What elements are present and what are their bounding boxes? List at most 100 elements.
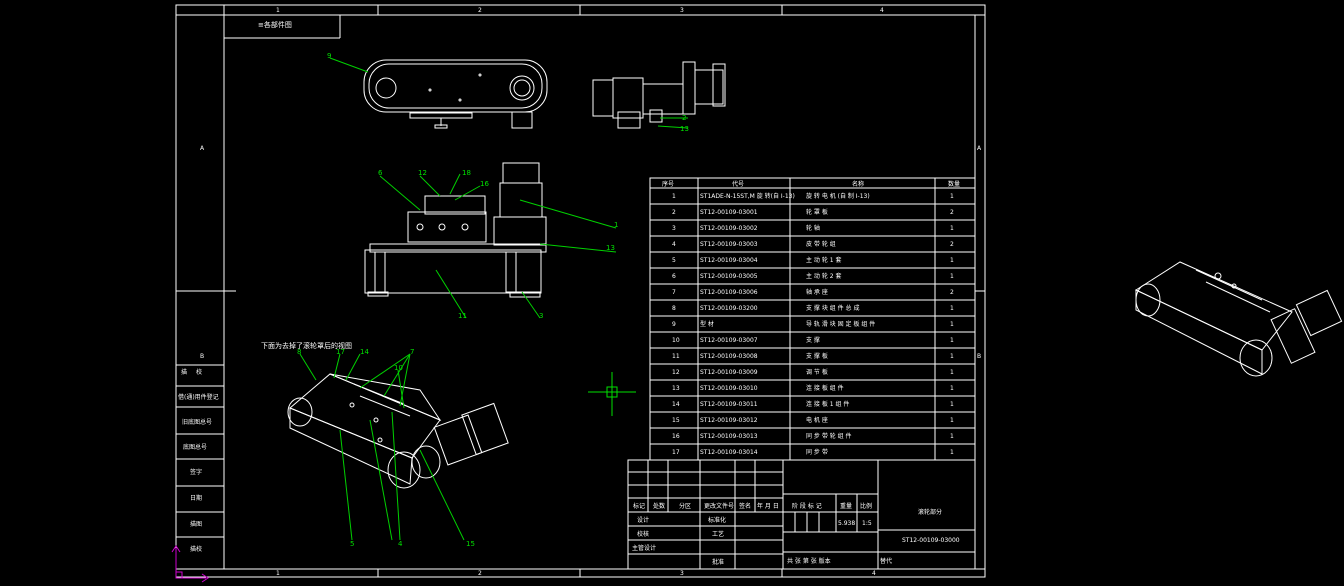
title-block-h-date: 年 月 日 [757,502,779,510]
bom-row-5-name: 主 动 轮 1 套 [806,256,841,264]
bom-row-5-qty: 1 [950,257,954,264]
title-block-h-zone: 分区 [679,502,691,510]
bom-row-13-code: ST12-00109-03010 [700,385,758,392]
drawing-number: ST12-00109-03000 [902,537,960,544]
border-number-bottom-4: 4 [872,570,876,577]
title-block-weight: 5.938 [838,520,855,527]
left-panel-label-2: 借(通)用件登记 [178,393,219,401]
title-block-h-count: 处数 [653,502,665,510]
bom-row-9-name: 导 轨 滑 块 固 定 板 组 件 [806,320,875,328]
title-block-role-design: 设计 [637,516,649,524]
left-panel-label-4: 底图总号 [183,443,207,451]
left-panel-label-5: 签字 [190,468,202,476]
bom-row-5-code: ST12-00109-03004 [700,257,758,264]
bom-row-9-code: 型 材 [700,320,714,328]
isometric-preview-right[interactable] [1134,261,1343,377]
bom-row-16-name: 同 步 带 轮 组 件 [806,432,852,440]
bom-row-16-qty: 1 [950,433,954,440]
bom-row-9-qty: 1 [950,321,954,328]
bom-row-16-no: 16 [672,433,680,440]
bom-row-8-code: ST12-00109-03200 [700,305,758,312]
side-view-motor[interactable] [592,61,726,129]
leader-label-15: 15 [466,540,475,548]
bom-row-15-qty: 1 [950,417,954,424]
bom-row-10-no: 10 [672,337,680,344]
bom-header-code: 代号 [732,180,744,188]
bom-row-17-code: ST12-00109-03014 [700,449,758,456]
part-name: 滚轮部分 [918,508,942,516]
bom-row-7-code: ST12-00109-03006 [700,289,758,296]
leader-label-10: 10 [394,364,403,372]
bom-row-4-name: 皮 带 轮 组 [806,240,836,248]
leader-label-1: 1 [614,221,618,229]
cursor-crosshair [588,372,636,416]
border-number-top-3: 3 [680,7,684,14]
bom-header-no: 序号 [662,180,674,188]
left-panel-label-3: 旧底图总号 [182,418,212,426]
bom-header-qty: 数量 [948,180,960,188]
leader-label-7: 7 [410,348,414,356]
border-number-bottom-2: 2 [478,570,482,577]
bom-row-10-name: 支 撑 [806,336,820,344]
isometric-view[interactable] [287,373,509,489]
bom-row-11-qty: 1 [950,353,954,360]
bom-row-17-name: 同 步 带 [806,448,828,456]
border-number-top-1: 1 [276,7,280,14]
bom-row-6-name: 主 动 轮 2 套 [806,272,841,280]
sheet-text: 共 张 第 张 版本 [787,557,831,565]
bom-row-14-code: ST12-00109-03011 [700,401,758,408]
bom-row-11-name: 支 撑 板 [806,352,828,360]
bom-row-12-qty: 1 [950,369,954,376]
title-block-role-chief: 主管设计 [632,544,656,552]
bom-row-5-no: 5 [672,257,676,264]
bom-row-10-qty: 1 [950,337,954,344]
leader-label-6: 6 [378,169,383,177]
bom-row-10-code: ST12-00109-03007 [700,337,758,344]
leader-label-5: 5 [350,540,354,548]
sheet-border [175,4,986,578]
title-block-h-sign: 签名 [739,502,751,510]
leader-label-14: 14 [360,348,369,356]
border-number-top-4: 4 [880,7,884,14]
bom-row-15-code: ST12-00109-03012 [700,417,758,424]
title-note: ≡各部件图 [258,20,292,29]
leader-label-8: 8 [297,348,301,356]
bom-row-7-no: 7 [672,289,676,296]
leader-label-18: 18 [462,169,471,177]
bom-row-13-qty: 1 [950,385,954,392]
bom-row-1-name: 旋 转 电 机 (自 制 I-13) [806,192,870,200]
bom-row-3-no: 3 [672,225,676,232]
bom-row-3-name: 轮 轴 [806,224,820,232]
bom-row-7-qty: 2 [950,289,954,296]
bom-row-1-no: 1 [672,193,676,200]
bom-row-8-qty: 1 [950,305,954,312]
bom-row-15-no: 15 [672,417,680,424]
left-panel [175,364,225,570]
bom-row-6-code: ST12-00109-03005 [700,273,758,280]
leader-label-16: 16 [480,180,489,188]
title-block-role-check: 校核 [637,530,649,538]
bom-row-7-name: 轴 承 座 [806,288,828,296]
top-view[interactable] [363,59,548,129]
leader-label-13a: 13 [680,125,689,133]
leader-label-12: 12 [418,169,427,177]
title-block-h-mark: 标记 [633,502,645,510]
left-panel-label-8: 描校 [190,545,202,553]
bom-row-9-no: 9 [672,321,676,328]
bom-row-1-code: ST1ADE-N-15ST,M 旋 转(自 I-13) [700,192,795,200]
title-block [627,459,976,570]
bom-row-2-name: 轮 罩 板 [806,208,828,216]
leader-label-17: 17 [336,348,345,356]
leader-label-4: 4 [398,540,403,548]
view-note: 下面为去掉了滚轮罩后的视图 [261,341,352,350]
bom-row-8-no: 8 [672,305,676,312]
title-block-scale: 1:5 [862,520,872,527]
bom-row-13-name: 连 接 板 组 件 [806,384,844,392]
bom-row-4-code: ST12-00109-03003 [700,241,758,248]
bom-row-14-qty: 1 [950,401,954,408]
left-panel-label-1: 描 [181,368,187,376]
bom-row-8-name: 支 撑 块 组 件 总 成 [806,304,859,312]
bom-row-3-qty: 1 [950,225,954,232]
front-view[interactable] [364,162,547,298]
